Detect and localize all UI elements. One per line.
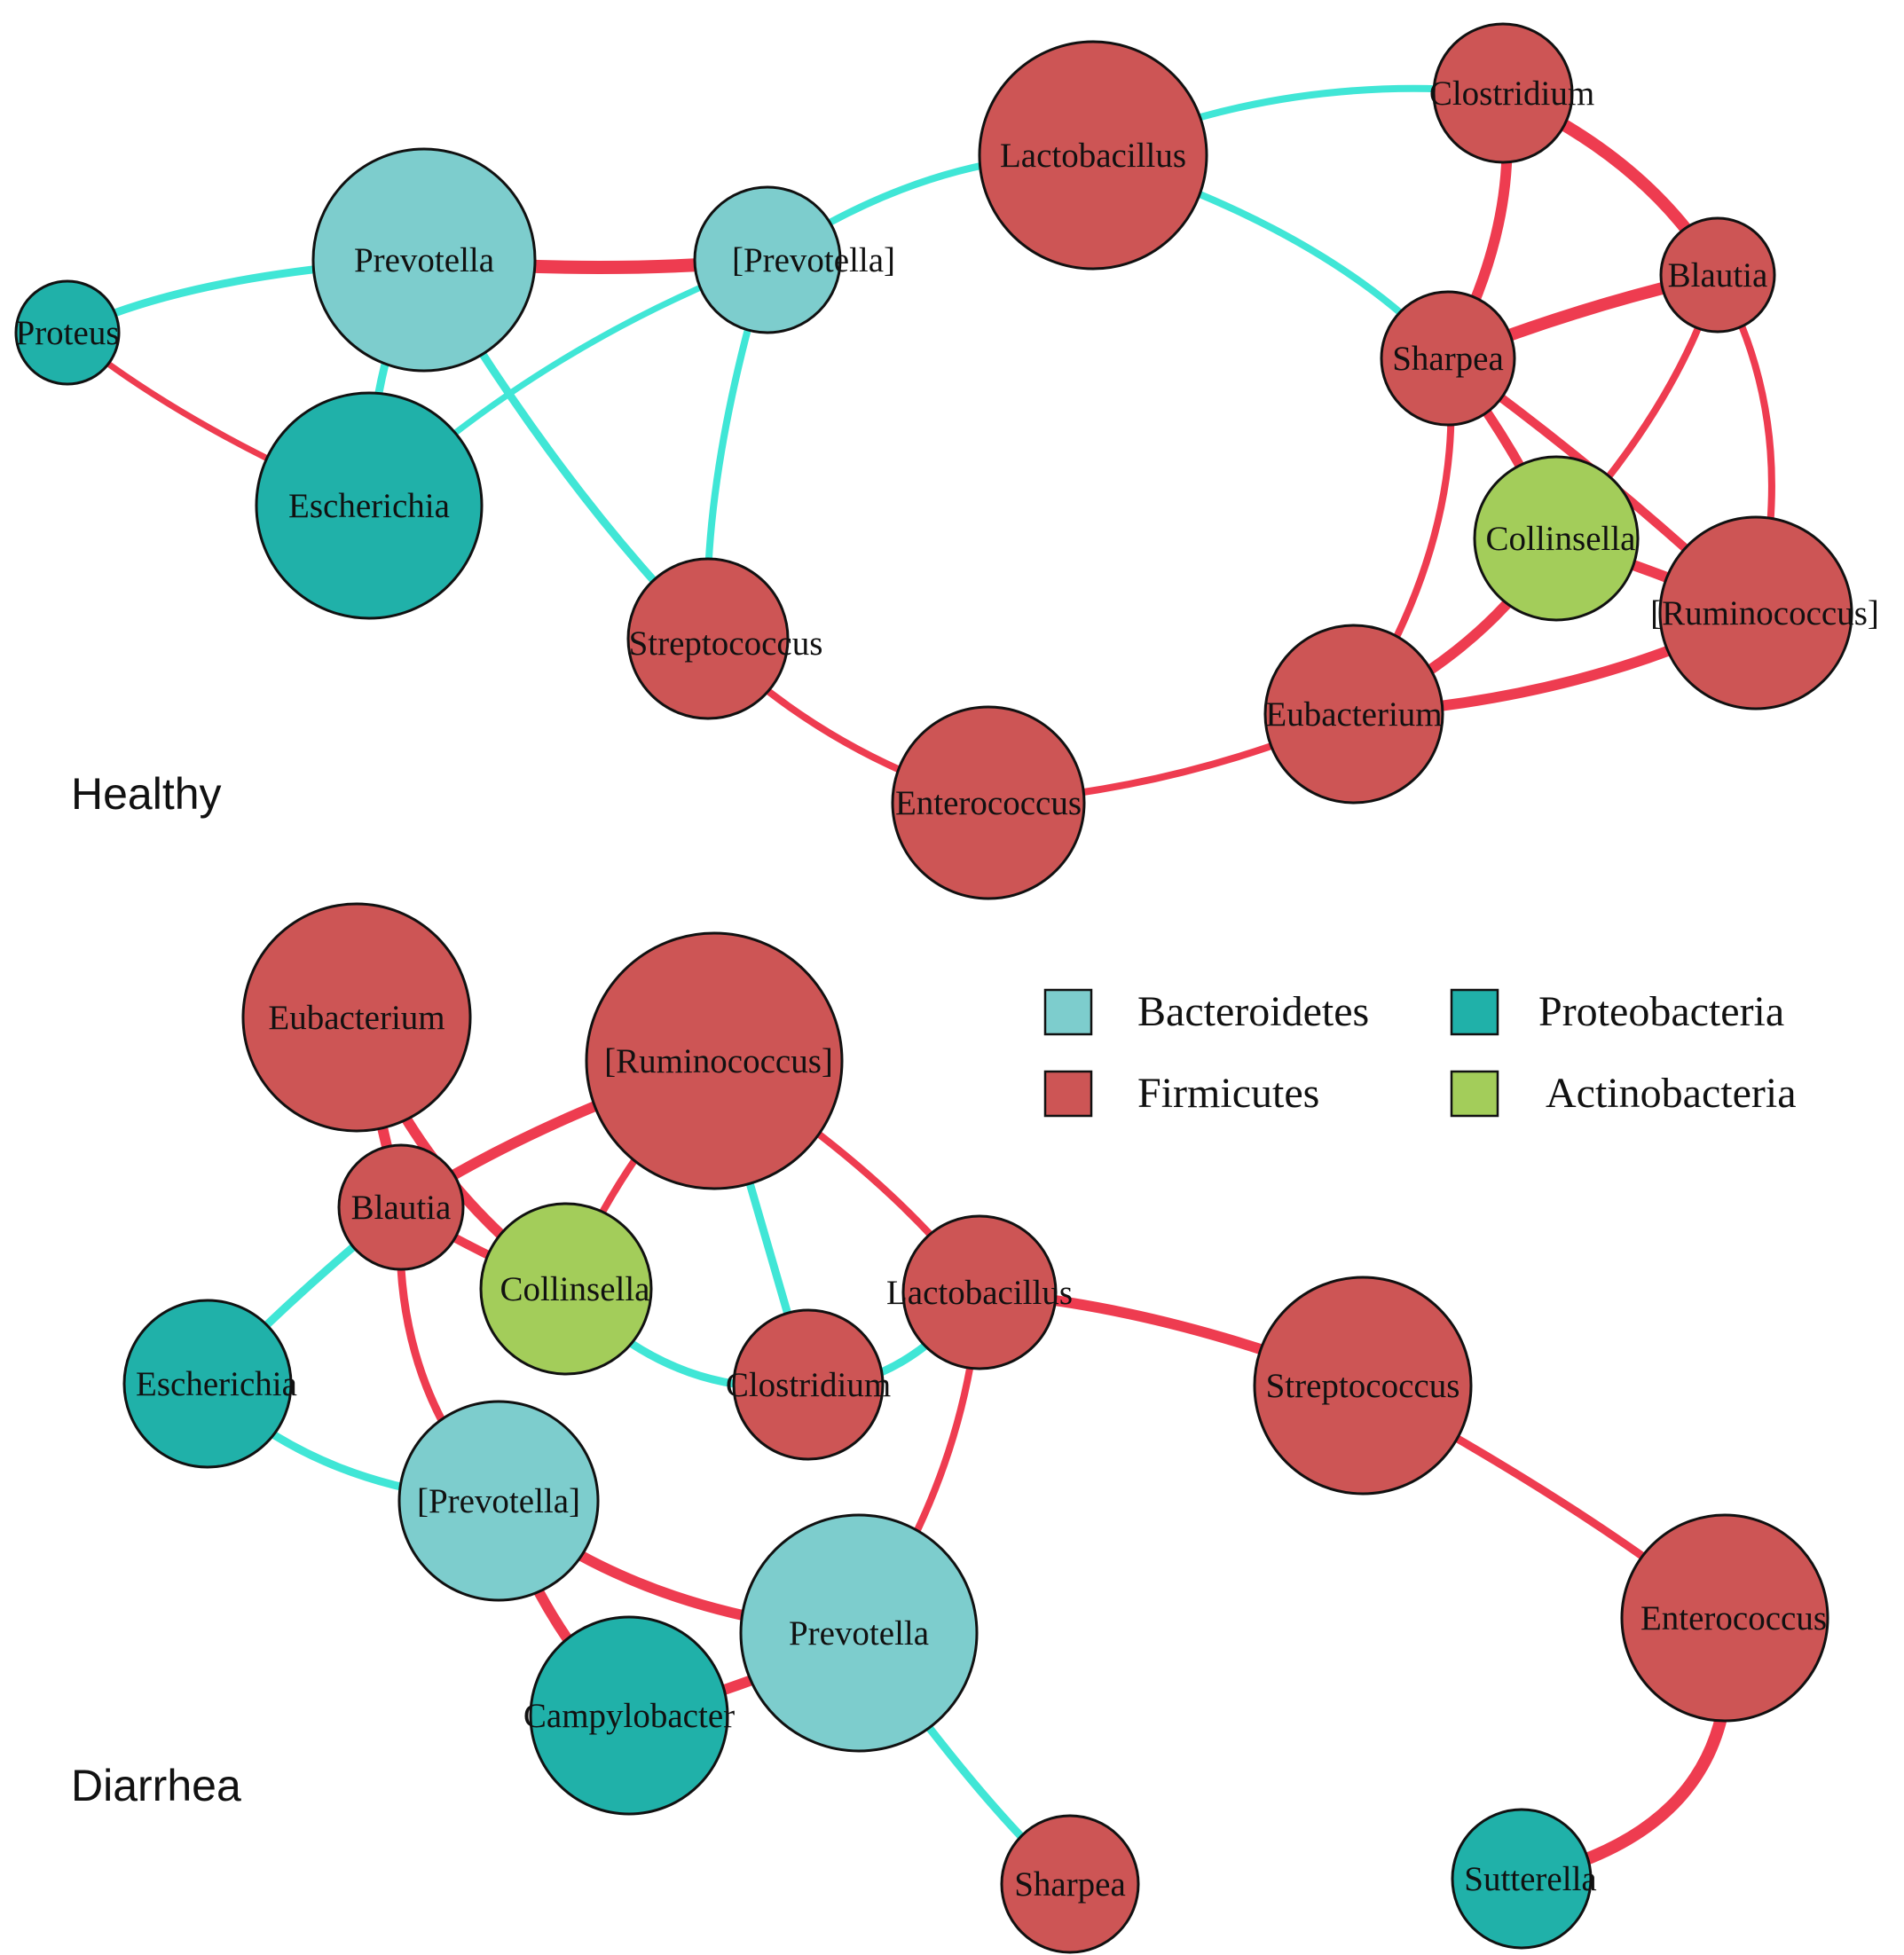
diarrhea-node-label-prevotella: Prevotella — [789, 1614, 929, 1653]
legend-label-proteobacteria: Proteobacteria — [1538, 988, 1784, 1035]
healthy-node-circle-enterococcus — [891, 705, 1086, 900]
healthy-node-circle-clostridium — [1432, 22, 1574, 164]
healthy-node-label-enterococcus: Enterococcus — [895, 784, 1082, 822]
diarrhea-node-sharpea: Sharpea — [1000, 1814, 1140, 1954]
diarrhea-node-label-collinsella: Collinsella — [500, 1270, 650, 1308]
healthy-node-label-lactobacillus: Lactobacillus — [1000, 137, 1186, 175]
healthy-node-circle-blautia — [1659, 216, 1776, 334]
diarrhea-node-lactobacillus: Lactobacillus — [886, 1214, 1073, 1370]
panel-label-diarrhea: Diarrhea — [71, 1761, 241, 1810]
legend-swatch-firmicutes — [1043, 1070, 1093, 1118]
diarrhea-node-label-enterococcus: Enterococcus — [1640, 1599, 1827, 1637]
legend-swatch-bacteroidetes — [1043, 988, 1093, 1036]
diarrhea-node-label-escherichia: Escherichia — [136, 1365, 297, 1403]
healthy-node-label-prevotella: Prevotella — [354, 241, 494, 279]
diarrhea-node-campylobacter: Campylobacter — [523, 1615, 735, 1816]
diarrhea-node-circle-enterococcus — [1620, 1513, 1829, 1723]
healthy-node-lactobacillus: Lactobacillus — [978, 40, 1208, 271]
diarrhea-node-circle-lactobacillus — [901, 1214, 1058, 1370]
healthy-node-label-eubacterium: Eubacterium — [1265, 695, 1442, 734]
diarrhea-node-enterococcus: Enterococcus — [1620, 1513, 1829, 1723]
healthy-node-enterococcus: Enterococcus — [891, 705, 1086, 900]
nodes-layer: ProteusPrevotellaEscherichia[Prevotella]… — [14, 22, 1879, 1954]
diarrhea-node-label-sharpea: Sharpea — [1014, 1865, 1126, 1904]
diarrhea-node-label-clostridium: Clostridium — [726, 1366, 891, 1404]
diarrhea-node-blautia: Blautia — [337, 1143, 465, 1271]
diarrhea-node-escherichia: Escherichia — [122, 1299, 297, 1469]
diarrhea-node-circle-campylobacter — [529, 1615, 729, 1816]
diarrhea-node-circle-prevotella_b — [397, 1400, 600, 1602]
diarrhea-node-clostridium: Clostridium — [726, 1308, 891, 1461]
diarrhea-node-circle-ruminococcus — [585, 931, 844, 1190]
diarrhea-node-ruminococcus: [Ruminococcus] — [585, 931, 844, 1190]
legend-label-bacteroidetes: Bacteroidetes — [1137, 988, 1369, 1035]
diarrhea-node-eubacterium: Eubacterium — [241, 902, 472, 1133]
diarrhea-node-circle-prevotella — [739, 1513, 979, 1753]
healthy-node-label-clostridium: Clostridium — [1429, 75, 1594, 113]
healthy-node-label-streptococcus: Streptococcus — [629, 624, 823, 663]
diarrhea-node-circle-collinsella — [479, 1202, 653, 1376]
panel-label-healthy: Healthy — [71, 769, 222, 819]
healthy-node-circle-prevotella_b — [693, 185, 842, 334]
diarrhea-node-circle-eubacterium — [241, 902, 472, 1133]
healthy-node-label-collinsella: Collinsella — [1486, 520, 1636, 558]
diarrhea-node-label-campylobacter: Campylobacter — [523, 1697, 735, 1735]
healthy-node-circle-streptococcus — [626, 557, 790, 720]
diarrhea-node-circle-streptococcus — [1253, 1276, 1473, 1496]
healthy-node-eubacterium: Eubacterium — [1263, 624, 1444, 805]
healthy-node-label-ruminococcus: [Ruminococcus] — [1650, 594, 1879, 632]
healthy-node-label-escherichia: Escherichia — [288, 487, 450, 525]
diarrhea-node-label-blautia: Blautia — [351, 1189, 452, 1227]
diarrhea-node-label-ruminococcus: [Ruminococcus] — [604, 1042, 833, 1080]
healthy-node-streptococcus: Streptococcus — [626, 557, 823, 720]
healthy-node-label-proteus: Proteus — [16, 314, 120, 352]
diarrhea-node-prevotella_b: [Prevotella] — [397, 1400, 600, 1602]
healthy-node-escherichia: Escherichia — [255, 391, 484, 620]
healthy-node-proteus: Proteus — [14, 279, 121, 386]
diarrhea-node-circle-blautia — [337, 1143, 465, 1271]
healthy-node-blautia: Blautia — [1659, 216, 1776, 334]
diarrhea-node-sutterella: Sutterella — [1451, 1808, 1597, 1950]
healthy-node-label-prevotella_b: [Prevotella] — [732, 241, 895, 279]
healthy-node-circle-escherichia — [255, 391, 484, 620]
legend-swatch-proteobacteria — [1450, 988, 1499, 1036]
legend-label-actinobacteria: Actinobacteria — [1546, 1070, 1797, 1117]
diarrhea-node-label-prevotella_b: [Prevotella] — [417, 1482, 580, 1520]
healthy-node-circle-ruminococcus — [1658, 515, 1853, 711]
diarrhea-node-circle-sutterella — [1451, 1808, 1593, 1950]
healthy-node-prevotella: Prevotella — [311, 147, 537, 373]
diarrhea-node-label-eubacterium: Eubacterium — [268, 999, 445, 1037]
diarrhea-node-prevotella: Prevotella — [739, 1513, 979, 1753]
healthy-node-sharpea: Sharpea — [1380, 290, 1516, 427]
diarrhea-node-circle-clostridium — [732, 1308, 885, 1461]
legend-label-firmicutes: Firmicutes — [1137, 1070, 1319, 1117]
healthy-node-label-sharpea: Sharpea — [1392, 340, 1504, 378]
diarrhea-node-label-sutterella: Sutterella — [1464, 1860, 1596, 1898]
healthy-node-ruminococcus: [Ruminococcus] — [1650, 515, 1879, 711]
healthy-node-circle-proteus — [14, 279, 121, 386]
diarrhea-node-label-lactobacillus: Lactobacillus — [886, 1274, 1073, 1312]
diarrhea-node-streptococcus: Streptococcus — [1253, 1276, 1473, 1496]
diarrhea-node-label-streptococcus: Streptococcus — [1266, 1367, 1460, 1405]
diarrhea-node-circle-escherichia — [122, 1299, 293, 1469]
diarrhea-node-collinsella: Collinsella — [479, 1202, 653, 1376]
healthy-node-prevotella_b: [Prevotella] — [693, 185, 895, 334]
healthy-node-circle-sharpea — [1380, 290, 1516, 427]
healthy-node-label-blautia: Blautia — [1668, 256, 1768, 294]
diarrhea-node-circle-sharpea — [1000, 1814, 1140, 1954]
healthy-node-clostridium: Clostridium — [1429, 22, 1594, 164]
phylum-legend: Bacteroidetes Proteobacteria Firmicutes … — [1043, 988, 1797, 1118]
healthy-node-collinsella: Collinsella — [1473, 455, 1640, 622]
healthy-node-circle-lactobacillus — [978, 40, 1208, 271]
legend-swatch-actinobacteria — [1450, 1070, 1499, 1118]
healthy-node-circle-eubacterium — [1263, 624, 1444, 805]
healthy-node-circle-collinsella — [1473, 455, 1640, 622]
healthy-node-circle-prevotella — [311, 147, 537, 373]
